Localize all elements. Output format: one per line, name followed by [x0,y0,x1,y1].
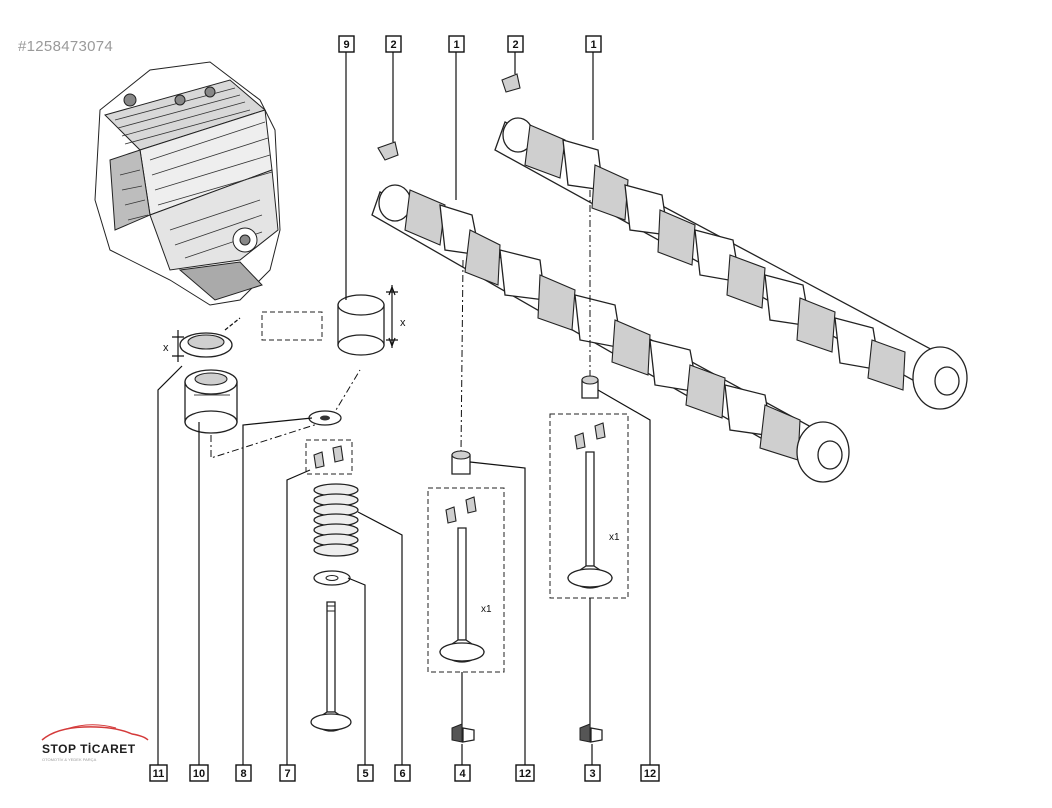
camshaft-rear [494,117,968,410]
svg-text:7: 7 [284,768,290,780]
callout-10: 10 [189,764,209,782]
valve-group-right [549,413,629,599]
svg-text:11: 11 [153,768,165,780]
valve-right [566,451,614,589]
callout-2-a: 2 [385,35,402,53]
callout-5: 5 [357,764,374,782]
svg-text:2: 2 [390,39,396,51]
valve-standalone [310,601,352,732]
svg-text:6: 6 [399,768,405,780]
svg-text:10: 10 [193,768,205,780]
svg-text:1: 1 [453,39,459,51]
valve-seal-right [579,723,603,743]
valve-shim [172,317,241,362]
valve-guide-right [581,375,599,399]
logo-tagline: OTOMOTİV & YEDEK PARÇA [42,757,97,762]
callout-7: 7 [279,764,296,782]
valve-group-middle [427,487,505,673]
callout-11: 11 [149,764,168,782]
quantity-label-middle: x1 [481,604,492,615]
valve-middle [438,527,486,663]
svg-text:1: 1 [590,39,596,51]
valve-seal-middle [451,723,475,743]
callout-12-b: 12 [640,764,660,782]
engine-illustration [94,61,281,306]
callout-1-b: 1 [585,35,602,53]
svg-text:4: 4 [459,768,466,780]
dimension-label-shim: x [163,342,169,354]
valve-guide-middle [451,450,471,475]
spring-retainer [308,410,342,426]
woodruff-key-front [377,141,399,161]
callout-2-b: 2 [507,35,524,53]
logo-name: STOP TİCARET [42,742,136,756]
callout-9: 9 [338,35,355,53]
shim-location-outline [261,311,323,341]
callout-3: 3 [584,764,601,782]
svg-text:12: 12 [644,768,656,780]
callout-4: 4 [454,764,471,782]
callout-8: 8 [235,764,252,782]
camshaft-front [371,184,850,483]
tappet-bucket [337,285,398,356]
callout-1-a: 1 [448,35,465,53]
svg-text:5: 5 [362,768,368,780]
valve-cotters-group [305,439,353,475]
woodruff-key-rear [501,73,521,93]
valve-spring [313,483,359,557]
svg-text:2: 2 [512,39,518,51]
quantity-label-right: x1 [609,532,620,543]
car-silhouette-icon [41,724,149,741]
spring-seat-washer [313,570,351,586]
svg-text:12: 12 [519,768,531,780]
svg-text:3: 3 [589,768,595,780]
hydraulic-lifter [184,369,238,434]
reference-id: #1258473074 [18,38,114,55]
svg-text:8: 8 [240,768,246,780]
svg-text:9: 9 [343,39,349,51]
callout-6: 6 [394,764,411,782]
callout-12-a: 12 [515,764,535,782]
brand-logo: STOP TİCARET OTOMOTİV & YEDEK PARÇA [36,722,154,772]
dimension-label-tappet: x [400,317,406,329]
